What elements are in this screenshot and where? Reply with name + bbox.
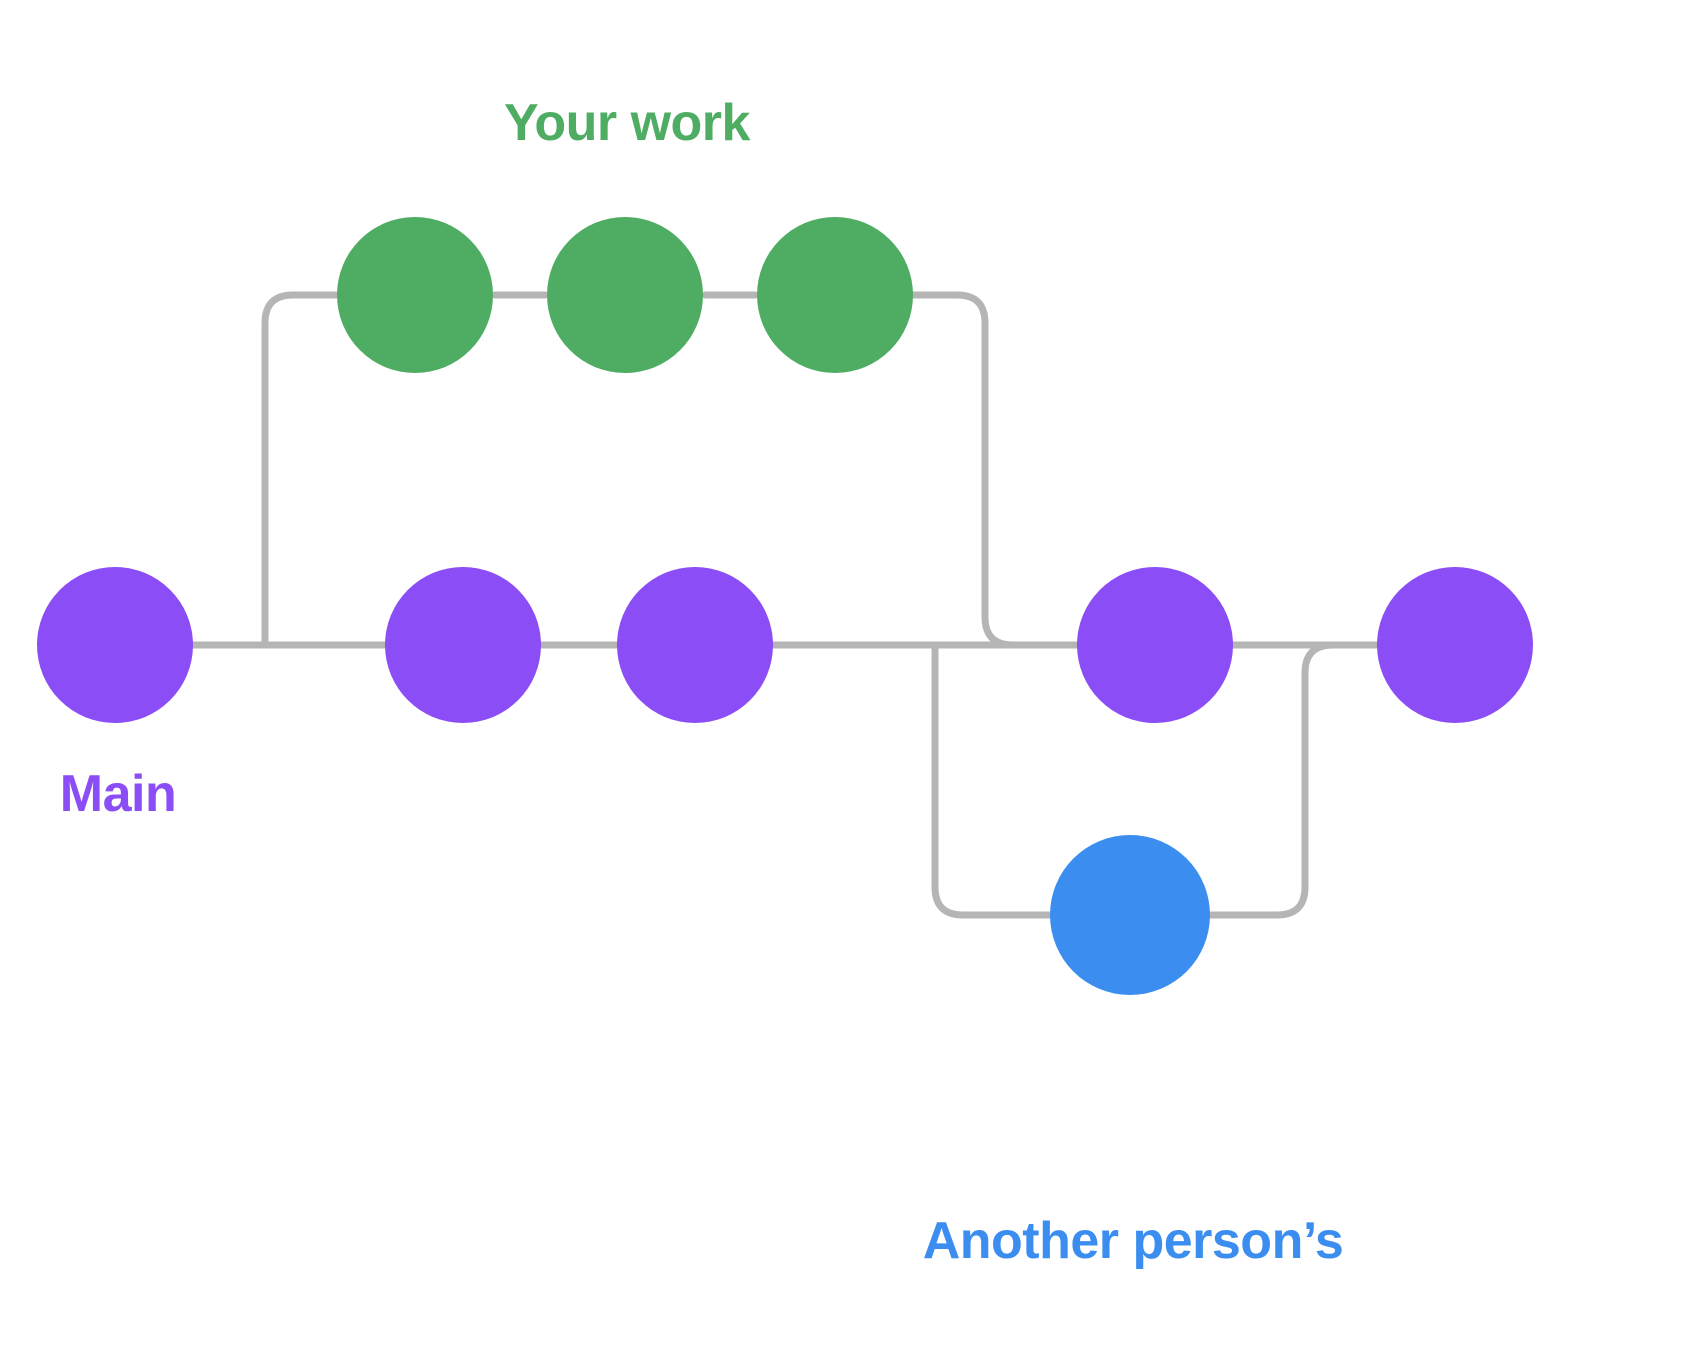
edge-merge-in-your-work (909, 291, 1064, 649)
edge-merge-in-another-person (1206, 641, 1382, 919)
edge-branch-out-another-person (931, 641, 1054, 919)
branch-label-another-person-work: Another person’s work (762, 1046, 1504, 1352)
connector-group (184, 291, 1532, 919)
commit-node-your-work-2[interactable] (547, 217, 703, 373)
commit-node-main-3[interactable] (617, 567, 773, 723)
commit-node-another-person-1[interactable] (1050, 835, 1210, 995)
commit-node-main-5[interactable] (1377, 567, 1533, 723)
commit-node-your-work-3[interactable] (757, 217, 913, 373)
branch-label-your-work: Your work (504, 94, 750, 152)
branch-label-main: Main (59, 765, 177, 823)
branch-label-another-person-line1: Another person’s (922, 1212, 1344, 1270)
commit-node-your-work-1[interactable] (337, 217, 493, 373)
edge-branch-out-your-work (261, 291, 349, 649)
commit-node-group (37, 217, 1533, 995)
commit-node-main-1[interactable] (37, 567, 193, 723)
commit-node-main-2[interactable] (385, 567, 541, 723)
commit-node-main-4[interactable] (1077, 567, 1233, 723)
